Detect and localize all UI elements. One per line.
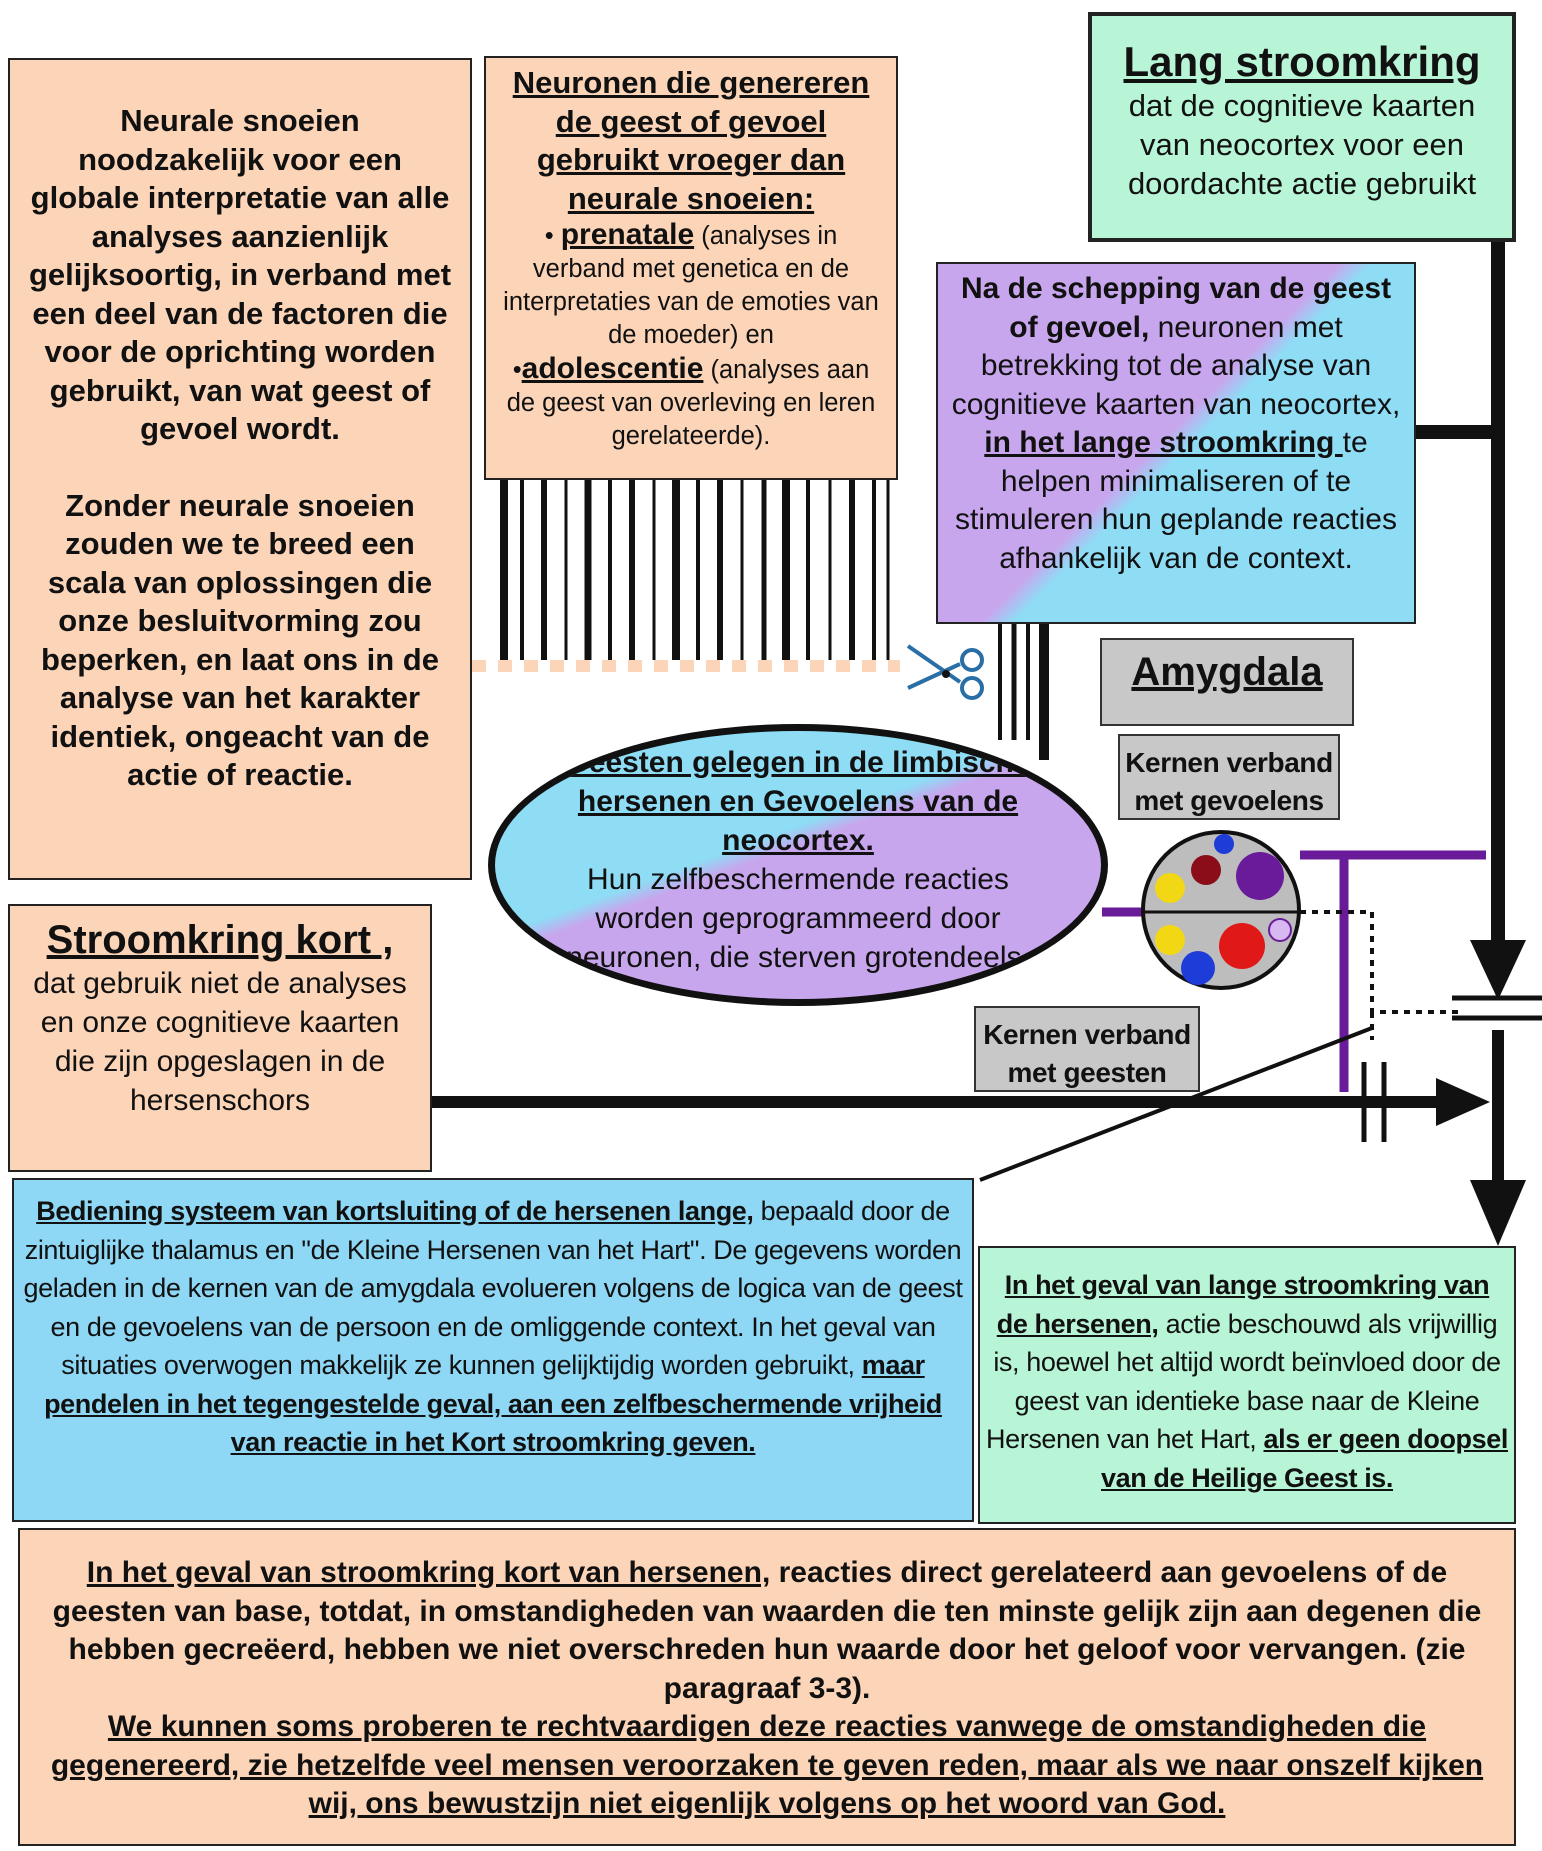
short-case-para2: We kunnen soms proberen te rechtvaardige…	[50, 1710, 1484, 1820]
adolescence-text: (analyses aan de geest van overleving en…	[506, 356, 876, 450]
short-case-body: reacties direct gerelateerd aan gevoelen…	[52, 1556, 1482, 1705]
neurons-title: Neuronen die genereren de geest of gevoe…	[512, 65, 870, 216]
nuclei-feelings-box: Kernen verband met gevoelens	[1118, 734, 1340, 820]
creation-bold: Na de schepping van de geest of gevoel,	[960, 272, 1392, 344]
short-circuit-text: dat gebruik niet de analyses en onze cog…	[33, 967, 407, 1117]
creation-text-1: neuronen met betrekking tot de analyse v…	[951, 310, 1401, 421]
neurons-box: Neuronen die genereren de geest of gevoe…	[484, 56, 898, 480]
scissors-icon	[906, 644, 984, 700]
spirits-title: Geesten gelegen in de limbische hersenen…	[565, 746, 1031, 857]
bullet-adolescence: •	[512, 356, 522, 384]
prenatal-text: (analyses in verband met genetica en de …	[503, 222, 879, 349]
long-case-tail: als er geen doopsel van de Heilige Geest…	[1100, 1424, 1508, 1493]
short-circuit-title: Stroomkring kort ,	[46, 918, 394, 962]
spirits-ellipse: Geesten gelegen in de limbische hersenen…	[488, 724, 1108, 1006]
neuron-lines	[500, 480, 890, 660]
long-circuit-box: Lang stroomkring dat de cognitieve kaart…	[1088, 12, 1516, 242]
operation-tail: maar pendelen in het tegengestelde geval…	[44, 1350, 942, 1457]
operation-body: bepaald door de zintuiglijke thalamus en…	[23, 1196, 963, 1380]
long-case-body: actie beschouwd als vrijwillig is, hoewe…	[986, 1308, 1501, 1455]
long-circuit-title: Lang stroomkring	[1123, 38, 1481, 85]
creation-box: Na de schepping van de geest of gevoel, …	[936, 262, 1416, 624]
operation-system-box: Bediening systeem van kortsluiting of de…	[12, 1178, 974, 1522]
creation-text: Na de schepping van de geest of gevoel, …	[948, 270, 1404, 578]
long-circuit-text: dat de cognitieve kaarten van neocortex …	[1127, 88, 1477, 201]
neurons-item-adolescence: •adolescentie (analyses aan de geest van…	[496, 352, 886, 453]
neurons-item-prenatal: • prenatale (analyses in verband met gen…	[496, 218, 886, 352]
short-case-text: In het geval van stroomkring kort van he…	[38, 1554, 1496, 1708]
short-case-box: In het geval van stroomkring kort van he…	[18, 1528, 1516, 1846]
creation-underline: in het lange stroomkring	[984, 426, 1343, 459]
amygdala-nuclei-icon	[1141, 830, 1301, 990]
long-case-text: In het geval van lange stroomkring van d…	[986, 1266, 1508, 1497]
operation-text: Bediening systeem van kortsluiting of de…	[22, 1192, 964, 1462]
creation-text-2: te helpen minimaliseren of te stimuleren…	[955, 426, 1397, 575]
amygdala-title-box: Amygdala	[1100, 638, 1354, 726]
neural-pruning-text-2: Zonder neurale snoeien zouden we te bree…	[41, 487, 439, 793]
neural-pruning-box: Neurale snoeien noodzakelijk voor een gl…	[8, 58, 472, 880]
operation-lead: Bediening systeem van kortsluiting of de…	[36, 1196, 754, 1226]
long-case-box: In het geval van lange stroomkring van d…	[978, 1246, 1516, 1524]
nuclei-spirits-box: Kernen verband met geesten	[974, 1006, 1200, 1092]
spirits-text: Hun zelfbeschermende reacties worden gep…	[566, 863, 1030, 974]
long-case-lead: In het geval van lange stroomkring van d…	[996, 1270, 1490, 1339]
short-case-lead: In het geval van stroomkring kort van he…	[86, 1556, 771, 1589]
short-circuit-box: Stroomkring kort , dat gebruik niet de a…	[8, 904, 432, 1172]
bullet-prenatal: •	[544, 222, 561, 250]
adolescence-key: adolescentie	[521, 352, 704, 385]
neural-pruning-text-1: Neurale snoeien noodzakelijk voor een gl…	[28, 103, 452, 446]
prenatal-key: prenatale	[560, 218, 695, 251]
